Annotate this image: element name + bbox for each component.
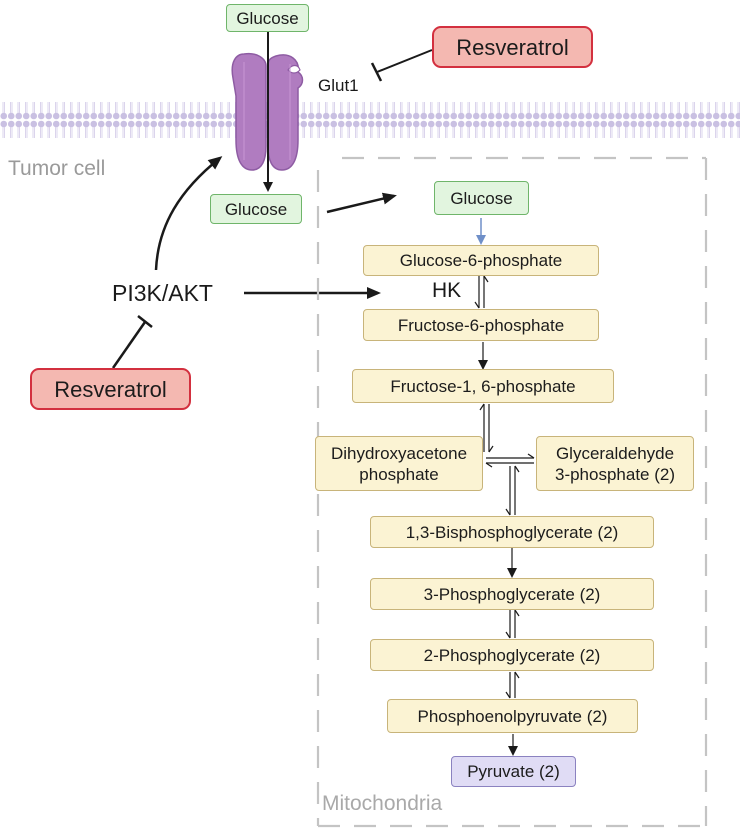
- glyceraldehyde-3-phosphate: Glyceraldehyde 3-phosphate (2): [536, 436, 694, 491]
- resveratrol-glut1-inhibitor: Resveratrol: [432, 26, 593, 68]
- dhap-line-2: phosphate: [359, 464, 439, 484]
- glucose-extracellular: Glucose: [226, 4, 309, 32]
- phosphoenolpyruvate: Phosphoenolpyruvate (2): [387, 699, 638, 733]
- g3p-line-1: Glyceraldehyde: [555, 443, 675, 463]
- tumor-cell-label: Tumor cell: [8, 157, 106, 180]
- g3p-line-2: 3-phosphate (2): [554, 464, 676, 484]
- resveratrol-glut1-inhibition: [370, 49, 433, 82]
- 3pg-2pg-reversible-arrow: [505, 609, 520, 639]
- resveratrol-pi3k-inhibitor: Resveratrol: [30, 368, 191, 410]
- hk-label: HK: [432, 279, 462, 302]
- mitochondria-boundary: [316, 156, 708, 828]
- glucose-to-mito-arrow: [326, 192, 397, 214]
- cell-membrane: [0, 102, 740, 142]
- 2pg-pep-reversible-arrow: [505, 671, 520, 699]
- pi3k-akt-label: PI3K/AKT: [112, 280, 213, 306]
- glut1-transporter: [231, 52, 304, 171]
- dihydroxyacetone-phosphate: Dihydroxyacetone phosphate: [315, 436, 483, 491]
- fructose-6-phosphate: Fructose-6-phosphate: [363, 309, 599, 341]
- fructose-1-6-phosphate: Fructose-1, 6-phosphate: [352, 369, 614, 403]
- dhap-g3p-reversible-arrow: [485, 453, 535, 468]
- 1-3-bisphosphoglycerate: 1,3-Bisphosphoglycerate (2): [370, 516, 654, 548]
- glut1-label: Glut1: [318, 76, 359, 95]
- 2-phosphoglycerate: 2-Phosphoglycerate (2): [370, 639, 654, 671]
- dhap-line-1: Dihydroxyacetone: [330, 443, 468, 463]
- pyruvate: Pyruvate (2): [451, 756, 576, 787]
- f16p-split-reversible-arrow: [479, 403, 494, 453]
- mitochondria-label: Mitochondria: [322, 792, 443, 815]
- glucose-6-phosphate: Glucose-6-phosphate: [363, 245, 599, 276]
- resveratrol-pi3k-inhibition: [111, 315, 153, 369]
- glucose-intracellular: Glucose: [210, 194, 302, 224]
- glucose-mitochondria: Glucose: [434, 181, 529, 215]
- g3p-bpg-reversible-arrow: [505, 465, 520, 516]
- g6p-f6p-reversible-arrow: [474, 275, 489, 309]
- 3-phosphoglycerate: 3-Phosphoglycerate (2): [370, 578, 654, 610]
- pi3k-to-glut1-arrow: [154, 156, 223, 271]
